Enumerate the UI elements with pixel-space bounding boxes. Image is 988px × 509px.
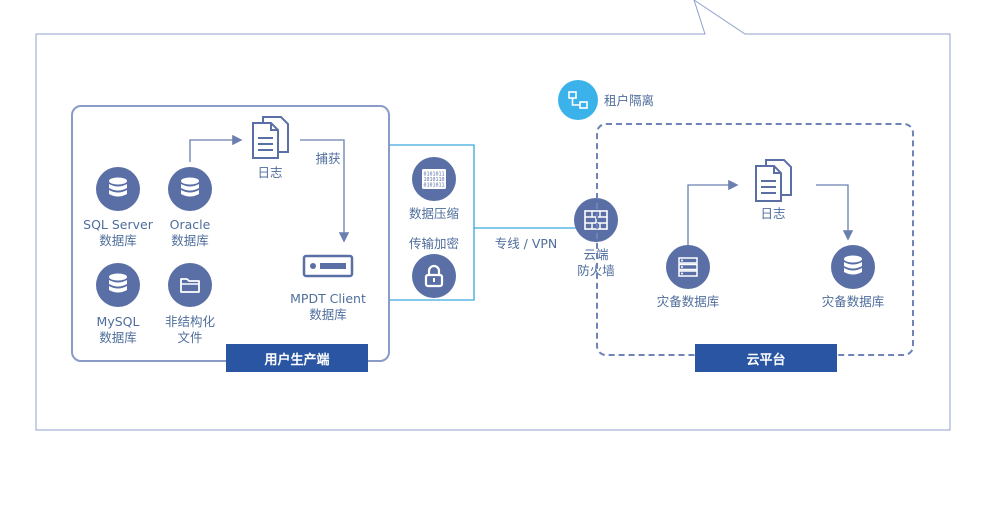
mpdt-client-label: MPDT Client 数据库 [280, 291, 376, 323]
unstructured-files-node [168, 263, 212, 307]
capture-label: 捕获 [315, 151, 341, 166]
cloud-firewall-line1: 云端 [583, 247, 609, 262]
tenant-isolation-badge [558, 80, 598, 120]
svg-text:0101011: 0101011 [423, 183, 444, 189]
dr-target-node [831, 245, 875, 289]
compression-node: 0101011 1010110 0101011 [412, 157, 456, 201]
svg-text:0101011: 0101011 [423, 172, 444, 178]
sql-server-label: SQL Server 数据库 [78, 217, 158, 249]
cloud-firewall-line2: 防火墙 [577, 263, 615, 278]
svg-text:1010110: 1010110 [423, 177, 444, 183]
unstructured-files-type: 文件 [177, 330, 203, 345]
oracle-type: 数据库 [171, 233, 209, 248]
tenant-isolation-label: 租户隔离 [604, 93, 655, 108]
encryption-node [412, 254, 456, 298]
network-icon [568, 91, 588, 109]
cloud-log-label: 日志 [760, 206, 786, 221]
encryption-label: 传输加密 [408, 236, 459, 251]
folder-icon [180, 278, 200, 293]
cloud-firewall-label: 云端 防火墙 [566, 247, 626, 279]
database-icon [109, 177, 127, 197]
oracle-name: Oracle [169, 217, 211, 232]
mysql-name: MySQL [96, 314, 140, 329]
mysql-node [96, 263, 140, 307]
mpdt-client-name: MPDT Client [290, 291, 366, 306]
oracle-label: Oracle 数据库 [150, 217, 230, 249]
sql-server-name: SQL Server [83, 217, 153, 232]
document-icon [252, 116, 289, 159]
mpdt-client-type: 数据库 [309, 307, 347, 322]
server-icon [302, 254, 354, 278]
database-icon [181, 177, 199, 197]
unstructured-files-name: 非结构化 [164, 314, 215, 329]
lock-icon [424, 264, 444, 288]
binary-data-icon: 0101011 1010110 0101011 [422, 169, 446, 189]
oracle-node [168, 167, 212, 211]
dedicated-line-label: 专线 / VPN [494, 236, 558, 251]
database-icon [109, 273, 127, 293]
database-icon [844, 255, 862, 275]
unstructured-files-label: 非结构化 文件 [150, 314, 230, 346]
sql-server-type: 数据库 [99, 233, 137, 248]
user-production-banner: 用户生产端 [226, 344, 368, 372]
compression-label: 数据压缩 [408, 206, 459, 221]
sql-server-node [96, 167, 140, 211]
user-log-label: 日志 [257, 165, 283, 180]
server-stack-icon [678, 257, 698, 277]
document-icon [755, 159, 792, 202]
mysql-label: MySQL 数据库 [78, 314, 158, 346]
mysql-type: 数据库 [99, 330, 137, 345]
dr-source-node [666, 245, 710, 289]
cloud-platform-banner: 云平台 [695, 344, 837, 372]
dr-source-label: 灾备数据库 [656, 294, 720, 309]
dr-target-label: 灾备数据库 [821, 294, 885, 309]
